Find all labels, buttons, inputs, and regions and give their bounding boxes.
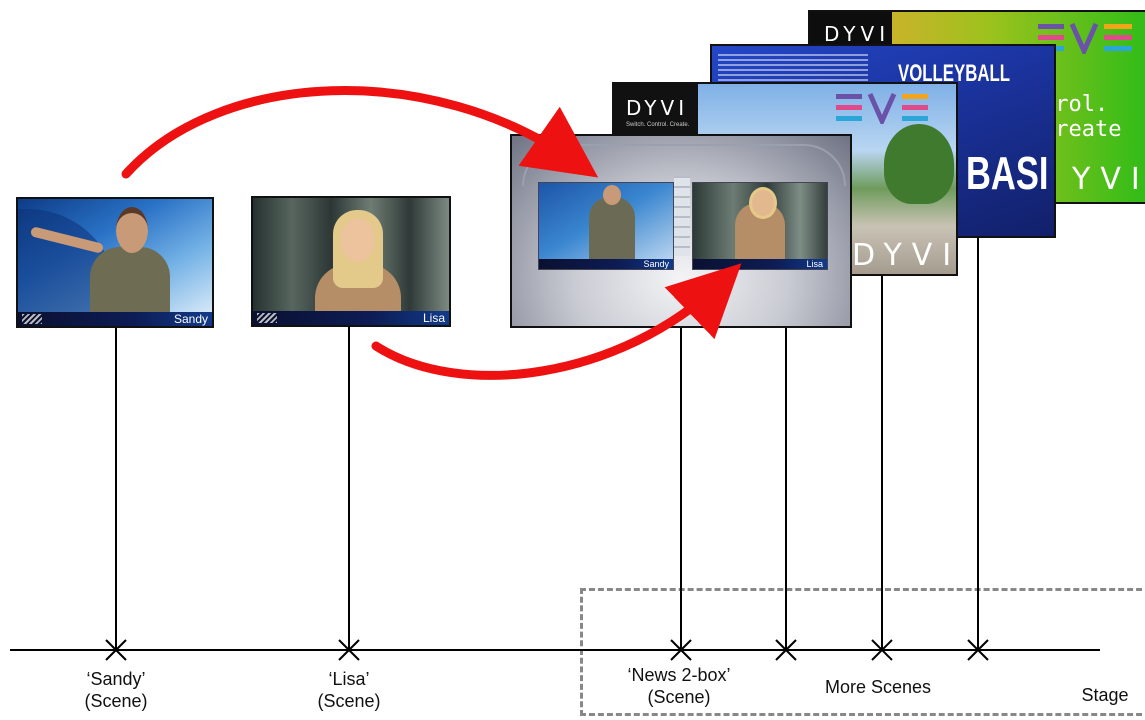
- label-lisa-type: (Scene): [317, 691, 381, 711]
- pool-card-tagline: Switch. Control. Create.: [626, 122, 690, 128]
- nameplate-stripes: [257, 313, 277, 323]
- label-sandy-name: ‘Sandy’: [86, 669, 146, 689]
- news-nameplate-lisa: Lisa: [693, 259, 827, 269]
- lisa-nameplate: Lisa: [253, 311, 449, 325]
- arrow-lisa-to-news: [371, 263, 742, 380]
- presenter-sandy-head: [116, 207, 148, 253]
- studio-pillar: [674, 176, 690, 256]
- stage-region: [580, 588, 1145, 716]
- tree-shape: [884, 124, 954, 204]
- label-news-2box-name: ‘News 2-box’: [627, 665, 731, 685]
- evs-logo-pool: [836, 92, 932, 128]
- presenter-sandy-mini-head: [603, 185, 621, 205]
- scene-card-sandy: Sandy: [16, 197, 214, 328]
- scene-card-news-2box: Sandy Lisa: [510, 134, 852, 328]
- arrow-sandy-to-news: [121, 86, 599, 179]
- label-stage: Stage: [1081, 685, 1129, 705]
- green-card-logo: YVI: [1072, 162, 1145, 197]
- dyvi-logo: DYVI: [824, 22, 891, 46]
- label-sandy: ‘Sandy’ (Scene): [56, 668, 176, 712]
- tick-cross-icon: [105, 639, 989, 661]
- evs-logo-pool-icon: [836, 92, 928, 128]
- label-lisa-name: ‘Lisa’: [328, 669, 370, 689]
- news-box-lisa: Lisa: [692, 182, 828, 270]
- presenter-lisa-mini-head: [749, 187, 777, 219]
- news-nameplate-sandy: Sandy: [539, 259, 673, 269]
- basketball-title: BASI: [966, 147, 1049, 199]
- presenter-sandy-mini: [589, 197, 635, 267]
- wellness-logo: DYVI: [852, 238, 958, 273]
- volleyball-text-block: [718, 52, 868, 86]
- label-sandy-type: (Scene): [84, 691, 148, 711]
- label-news-2box-type: (Scene): [647, 687, 711, 707]
- scene-card-lisa: Lisa: [251, 196, 451, 327]
- label-news-2box: ‘News 2-box’ (Scene): [604, 664, 754, 708]
- presenter-lisa-head: [341, 218, 375, 262]
- nameplate-stripes: [22, 314, 42, 324]
- news-box-sandy: Sandy: [538, 182, 674, 270]
- pool-card-dyvi-logo: DYVI: [626, 96, 689, 120]
- sandy-nameplate: Sandy: [18, 312, 212, 326]
- label-more-scenes: More Scenes: [824, 677, 932, 697]
- label-lisa: ‘Lisa’ (Scene): [289, 668, 409, 712]
